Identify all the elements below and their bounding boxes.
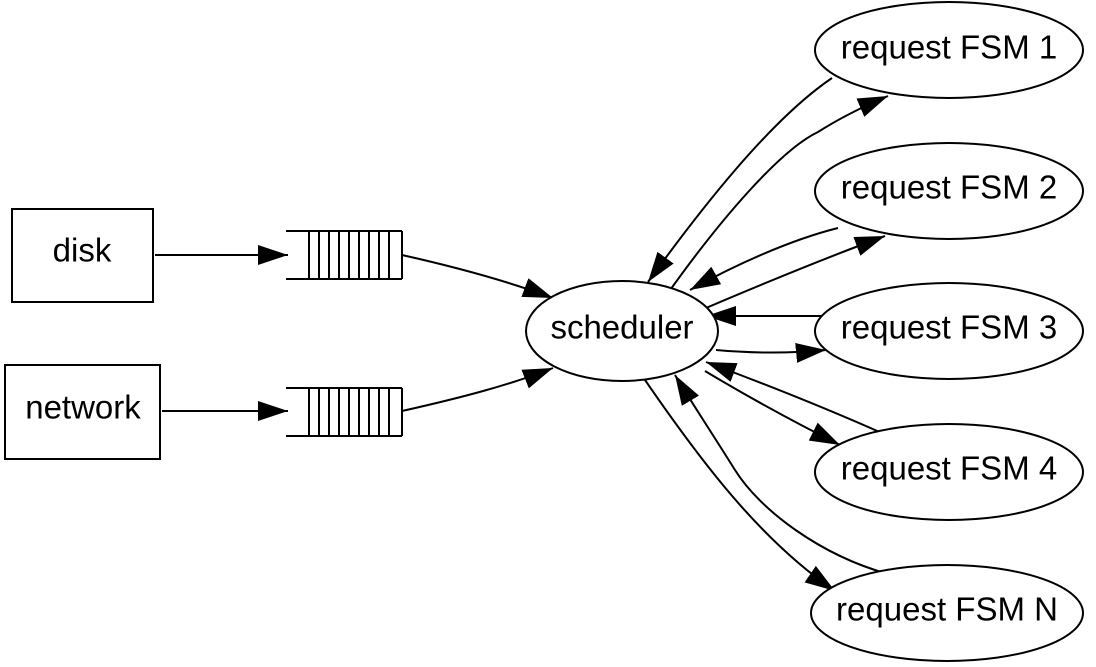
scheduler-node: scheduler xyxy=(525,280,719,382)
fsm-4-label: request FSM 4 xyxy=(841,450,1057,487)
network-queue xyxy=(286,387,403,437)
edge-disk-queue-to-scheduler xyxy=(401,254,554,299)
edge-scheduler-to-fsm4 xyxy=(704,370,841,446)
fsm-3-label: request FSM 3 xyxy=(841,309,1057,346)
disk-label: disk xyxy=(53,232,112,269)
fsm-N-label: request FSM N xyxy=(836,591,1058,628)
edge-network-queue-to-scheduler xyxy=(401,367,554,412)
fsm-node-1: request FSM 1 xyxy=(814,1,1084,99)
fsm-node-2: request FSM 2 xyxy=(814,142,1084,240)
disk-node: disk xyxy=(11,208,154,303)
edges xyxy=(155,77,889,592)
network-node: network xyxy=(4,364,161,460)
edge-fsm1-to-scheduler xyxy=(647,77,833,283)
edge-scheduler-to-fsm1 xyxy=(667,95,889,294)
fsm-node-N: request FSM N xyxy=(810,564,1084,662)
fsm-1-label: request FSM 1 xyxy=(841,29,1057,66)
edge-scheduler-to-fsm2 xyxy=(705,235,886,309)
edge-scheduler-to-fsm3 xyxy=(715,342,827,363)
disk-queue xyxy=(286,230,403,280)
edge-scheduler-to-fsmN xyxy=(644,379,836,592)
edge-fsmN-to-scheduler xyxy=(674,374,889,575)
edge-fsm2-to-scheduler xyxy=(689,227,839,291)
network-label: network xyxy=(25,389,141,426)
fsm-node-3: request FSM 3 xyxy=(814,282,1084,380)
scheduler-label: scheduler xyxy=(550,309,693,346)
fsm-2-label: request FSM 2 xyxy=(841,169,1057,206)
fsm-node-4: request FSM 4 xyxy=(814,423,1084,521)
edge-fsm4-to-scheduler xyxy=(705,361,885,435)
